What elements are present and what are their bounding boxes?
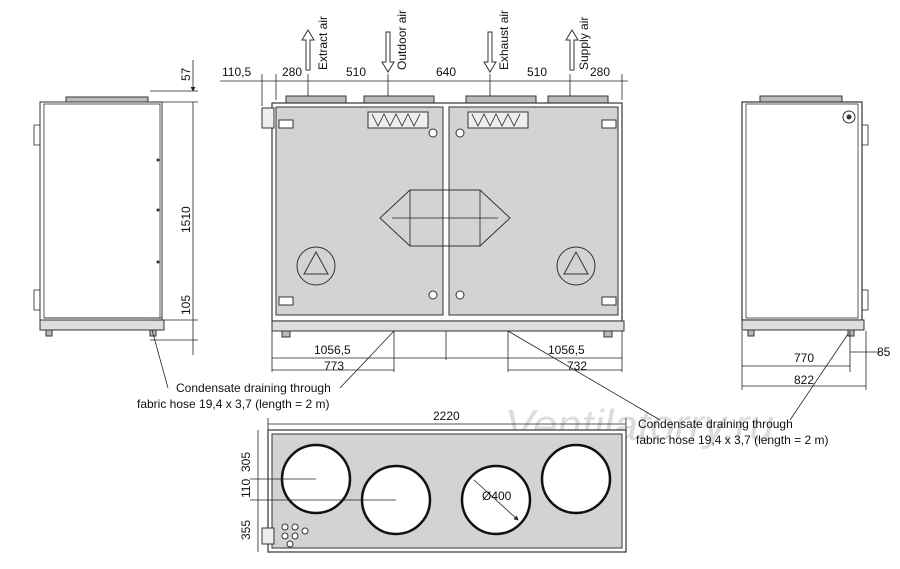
dim-bottom-105: 105 (179, 295, 193, 315)
front-view (261, 95, 625, 338)
dim-diameter-400: Ø400 (482, 489, 512, 503)
label-exhaust-air: Exhaust air (497, 10, 511, 70)
dim-1056-5-left: 1056,5 (314, 343, 351, 357)
dim-510-left: 510 (346, 65, 366, 79)
top-dimension-line (220, 74, 628, 106)
dim-305: 305 (239, 452, 253, 472)
dim-355: 355 (239, 520, 253, 540)
condensate-left-line2: fabric hose 19,4 x 3,7 (length = 2 m) (137, 397, 329, 411)
dim-85: 85 (877, 345, 891, 359)
dim-773: 773 (324, 359, 344, 373)
label-extract-air: Extract air (316, 16, 330, 70)
dim-top-57: 57 (179, 67, 193, 81)
dim-640: 640 (436, 65, 456, 79)
condensate-left-line1: Condensate draining through (176, 381, 331, 395)
right-dimension-lines (741, 331, 880, 390)
dim-height-1510: 1510 (179, 206, 193, 233)
dim-110: 110 (239, 479, 253, 498)
condensate-right-line1: Condensate draining through (638, 417, 793, 431)
dim-732: 732 (567, 359, 587, 373)
left-dimension-lines (150, 60, 198, 355)
dim-510-right: 510 (527, 65, 547, 79)
label-outdoor-air: Outdoor air (395, 10, 409, 70)
right-side-view (741, 95, 869, 337)
condensate-right-line2: fabric hose 19,4 x 3,7 (length = 2 m) (636, 433, 828, 447)
dim-770: 770 (794, 351, 814, 365)
condensate-leaders (151, 329, 851, 421)
dim-280-right: 280 (590, 65, 610, 79)
airflow-arrows (301, 29, 579, 73)
dim-280-left: 280 (282, 65, 302, 79)
dim-2220: 2220 (433, 409, 460, 423)
label-supply-air: Supply air (577, 17, 591, 70)
left-side-view (33, 96, 165, 337)
front-bottom-dimension-lines (271, 331, 623, 372)
dim-822: 822 (794, 373, 814, 387)
plan-dimension-lines (250, 418, 627, 552)
plan-view (261, 429, 627, 553)
dim-1056-5-right: 1056,5 (548, 343, 585, 357)
dim-110-5: 110,5 (222, 65, 251, 79)
